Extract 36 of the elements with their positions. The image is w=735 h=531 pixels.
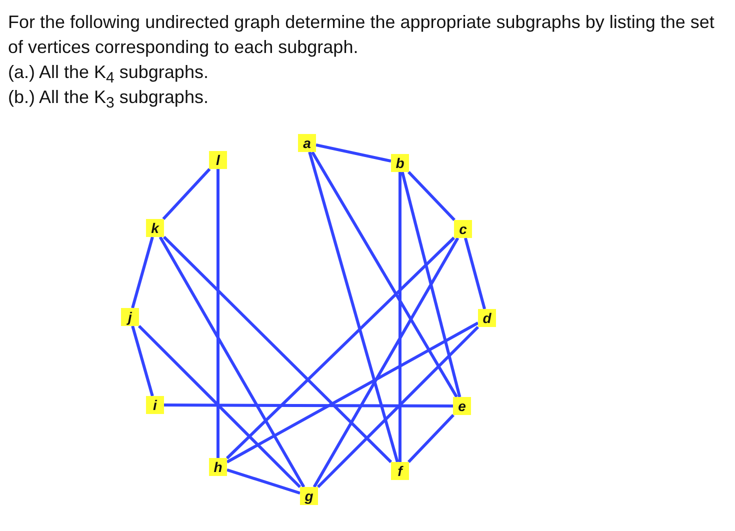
graph-edge — [138, 324, 302, 488]
vertex-label: f — [391, 462, 409, 480]
question-text: For the following undirected graph determine the appropriate subgraphs by listing the set of vertices corresponding to each subgraph. — [8, 11, 716, 59]
graph-edge — [464, 238, 486, 310]
graph-edge — [226, 322, 479, 464]
vertex-label: l — [209, 151, 227, 169]
vertex-label: k — [146, 219, 164, 237]
graph-edge — [131, 236, 154, 308]
graph-edge — [162, 236, 392, 464]
vertex-label: e — [453, 397, 471, 415]
graph-edge — [216, 169, 220, 458]
graph-edge — [400, 172, 462, 398]
graph-edge — [226, 468, 300, 495]
vertex-label: i — [146, 396, 164, 414]
graph-edge — [162, 168, 211, 220]
graph-edge — [158, 236, 306, 488]
graph-edge — [164, 404, 453, 408]
vertex-label: h — [209, 458, 227, 476]
graph-edge — [311, 151, 458, 398]
graph-edge — [398, 172, 402, 462]
vertex-label: a — [298, 134, 316, 152]
graph-edge — [131, 326, 154, 396]
graph-edge — [408, 170, 456, 222]
vertex-label: c — [454, 220, 472, 238]
vertex-label: j — [121, 308, 139, 326]
graph-edge — [316, 326, 480, 488]
vertex-label: g — [300, 487, 318, 505]
graph-edge — [226, 236, 456, 460]
graph-edge — [312, 237, 460, 488]
graph-edge — [308, 152, 399, 462]
vertex-label: d — [478, 309, 496, 327]
graph-edge — [408, 414, 454, 464]
graph-edge — [316, 143, 392, 163]
question-part: (a.) All the K$_{4}$ subgraphs. — [8, 61, 208, 89]
vertex-label: b — [391, 154, 409, 172]
question-part: (b.) All the K$_{3}$ subgraphs. — [8, 86, 208, 114]
